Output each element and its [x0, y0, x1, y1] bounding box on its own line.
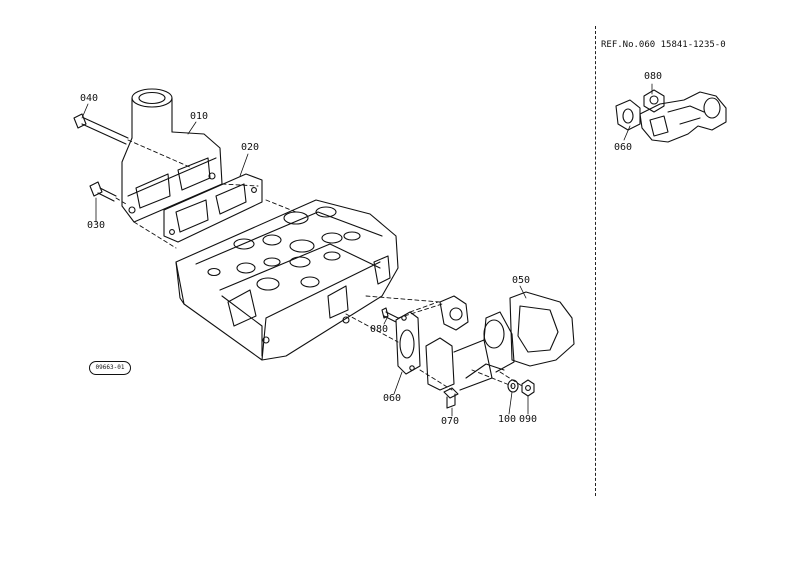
bolt-070 — [443, 387, 459, 409]
reference-number: REF.No.060 15841-1235-0 — [601, 40, 726, 50]
part-label-070: 070 — [441, 416, 460, 427]
alignment-lines — [115, 139, 523, 391]
gasket-020 — [163, 173, 263, 243]
figure-code-badge: 09663-01 — [89, 361, 131, 375]
exhaust-manifold-050 — [425, 291, 575, 391]
leader-lines — [81, 83, 653, 417]
part-label-060: 060 — [383, 393, 402, 404]
part-label-090: 090 — [519, 414, 538, 425]
gasket-060 — [395, 311, 421, 375]
part-label-040: 040 — [80, 93, 99, 104]
inset-manifold-assembly — [615, 89, 727, 143]
part-label-080: 080 — [370, 324, 389, 335]
part-label-010: 010 — [190, 111, 209, 122]
water-flange-010 — [121, 88, 223, 223]
part-label-020: 020 — [241, 142, 260, 153]
inset-part-label-080: 080 — [644, 71, 663, 82]
cylinder-head — [175, 199, 399, 361]
part-label-050: 050 — [512, 275, 531, 286]
inset-part-label-060: 060 — [614, 142, 633, 153]
inset-divider — [595, 26, 596, 496]
part-label-030: 030 — [87, 220, 106, 231]
bolt-030 — [89, 181, 117, 202]
bolt-040 — [73, 113, 129, 145]
washer-100 — [507, 379, 519, 393]
part-label-100: 100 — [498, 414, 517, 425]
nut-090 — [521, 379, 535, 397]
